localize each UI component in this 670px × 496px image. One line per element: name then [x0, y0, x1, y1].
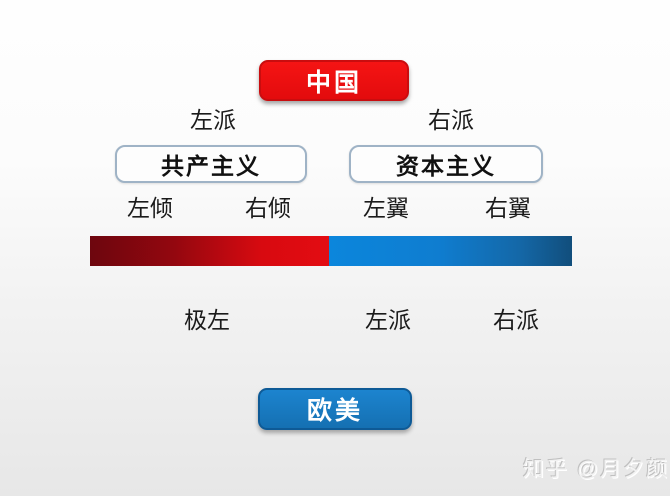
left-leaning-label: 左倾	[127, 195, 173, 221]
china-left-faction-label: 左派	[190, 107, 236, 133]
china-right-faction-label: 右派	[428, 107, 474, 133]
spectrum-bar-red-half	[90, 236, 329, 266]
spectrum-bar-blue-half	[329, 236, 572, 266]
west-left-faction-label: 左派	[365, 307, 411, 333]
capitalism-box: 资本主义	[349, 145, 543, 183]
china-pill: 中国	[259, 60, 409, 101]
west-far-left-label: 极左	[184, 307, 230, 333]
left-wing-label: 左翼	[363, 195, 409, 221]
right-wing-label: 右翼	[485, 195, 531, 221]
communism-box: 共产主义	[115, 145, 307, 183]
zhihu-watermark: 知乎 @月夕颜	[523, 458, 670, 481]
right-leaning-label: 右倾	[245, 195, 291, 221]
west-pill: 欧美	[258, 388, 412, 430]
west-right-faction-label: 右派	[493, 307, 539, 333]
